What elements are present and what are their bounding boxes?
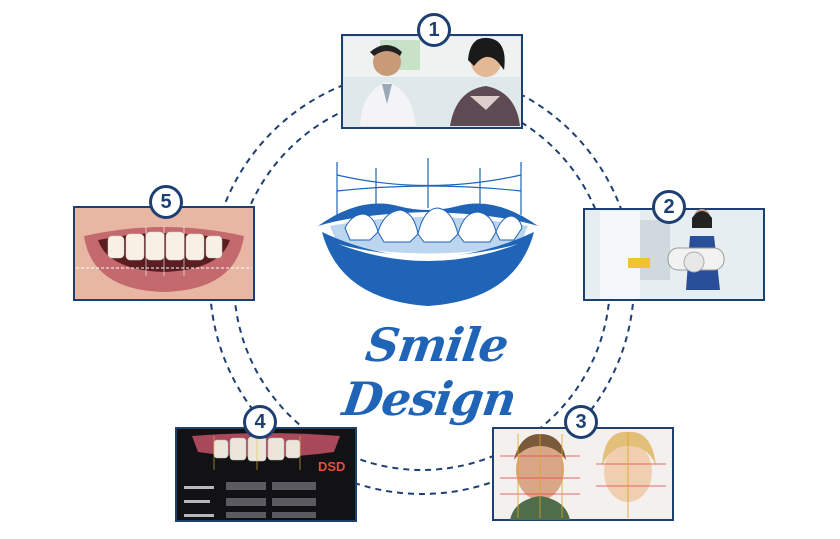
step-badge-3: 3 <box>564 405 598 439</box>
step-1-photo <box>341 34 523 129</box>
smile-logo-icon <box>318 158 538 306</box>
step-badge-4: 4 <box>243 405 277 439</box>
step-3-photo <box>492 427 674 521</box>
step-badge-2: 2 <box>652 190 686 224</box>
step-4-photo: DSD <box>175 427 357 522</box>
step-2-photo <box>583 208 765 301</box>
smile-design-title: Smile Design <box>339 318 520 426</box>
step-badge-1: 1 <box>417 13 451 47</box>
step-5-photo <box>73 206 255 301</box>
dsd-logo: DSD <box>318 459 345 474</box>
step-badge-5: 5 <box>149 185 183 219</box>
